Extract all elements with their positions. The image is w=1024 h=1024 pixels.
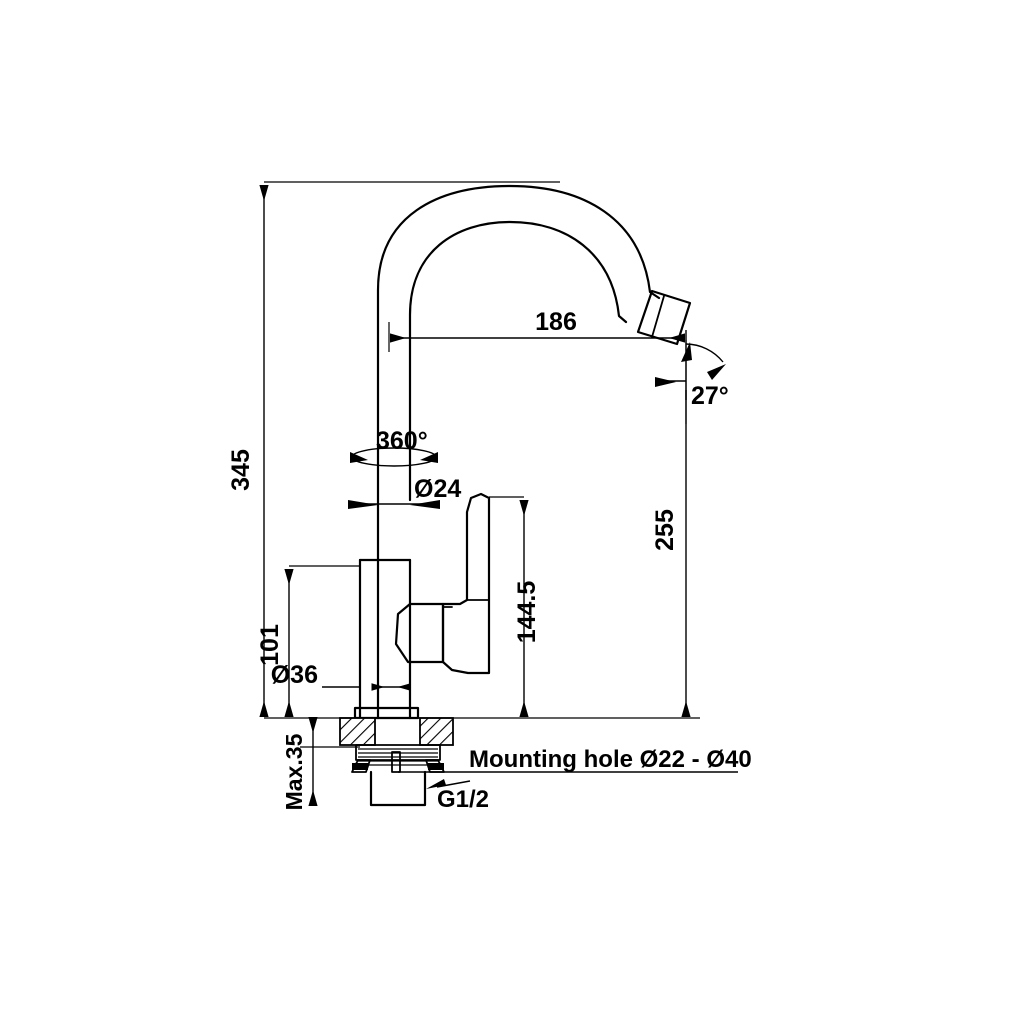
- dimension-max-counter-thickness: Max.35: [281, 717, 360, 810]
- dim-label-360deg: 360°: [376, 427, 428, 455]
- countertop-section-left: [339, 717, 376, 746]
- dim-label-d24: Ø24: [414, 475, 461, 503]
- supply-tailpiece: [369, 770, 427, 807]
- center-stud: [391, 751, 401, 773]
- angle-arrow-lower: [707, 364, 726, 380]
- angle-arrow-upper: [681, 342, 692, 362]
- note-g12-thread: G1/2: [437, 786, 489, 813]
- angle-leader-arrow-27: [655, 377, 676, 387]
- mounting-washer: [355, 744, 441, 761]
- g12-label: G1/2: [437, 786, 489, 813]
- faucet-outline-group: [264, 184, 700, 807]
- dimension-aerator-angle: 27°: [655, 330, 729, 410]
- spout-inner-curve: [408, 220, 628, 502]
- spout-outer-curve: [376, 184, 661, 720]
- dimension-body-height: 101: [256, 565, 360, 717]
- dim-label-345: 345: [227, 449, 255, 491]
- locknut-left-fill: [352, 763, 368, 770]
- dim-label-101: 101: [256, 624, 284, 666]
- dimension-spout-reach: 186: [388, 308, 687, 424]
- countertop-section-right: [419, 717, 454, 746]
- dim-label-d36: Ø36: [271, 661, 318, 689]
- d24-arrow-left: [348, 500, 378, 509]
- g12-leader-line: [436, 780, 471, 788]
- g12-leader-arrow: [426, 779, 446, 789]
- dimension-handle-height: 144.5: [489, 496, 541, 717]
- dim-label-27deg: 27°: [691, 382, 729, 410]
- dim-label-max35: Max.35: [281, 733, 307, 810]
- dim-label-186: 186: [535, 308, 577, 336]
- dimension-overall-height: 345: [227, 181, 560, 717]
- swivel-arrow-left: [350, 452, 368, 463]
- swivel-arrow-right: [420, 452, 438, 463]
- dim-label-1445: 144.5: [513, 581, 541, 644]
- locknut-right-fill: [428, 763, 444, 770]
- dimension-body-diameter: Ø36: [271, 661, 411, 691]
- threaded-shank: [358, 748, 438, 766]
- d24-arrow-right: [410, 500, 440, 509]
- note-mounting-hole: Mounting hole Ø22 - Ø40: [398, 746, 752, 773]
- dimension-swivel-range: 360°: [350, 427, 438, 467]
- dim-label-255: 255: [651, 509, 679, 551]
- mounting-hole-label: Mounting hole Ø22 - Ø40: [469, 746, 752, 773]
- dimension-column-diameter: Ø24: [348, 475, 461, 509]
- aerator-outlet: [636, 289, 692, 346]
- dimension-outlet-height: 255: [651, 390, 691, 717]
- handle-lever: [441, 492, 491, 675]
